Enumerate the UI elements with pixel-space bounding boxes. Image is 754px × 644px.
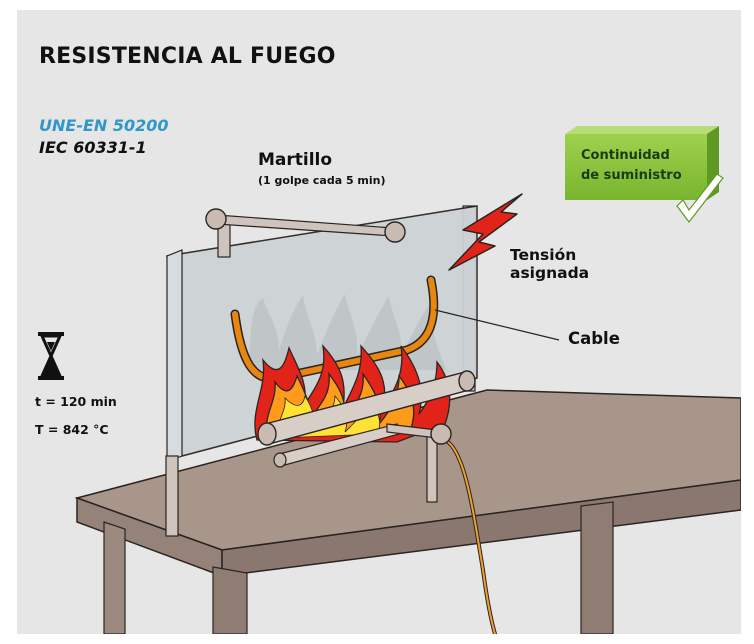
standard-iec: IEC 60331-1 [39,138,147,157]
badge-label-line1: Continuidad [581,148,670,163]
badge-label-line2: de suministro [581,168,682,183]
cable-label: Cable [568,329,620,348]
voltage-label: Tensión asignada [510,246,589,282]
cable [230,275,497,634]
fire-test-illustration [38,126,741,634]
voltage-label-line1: Tensión [510,246,577,264]
standard-une-en: UNE-EN 50200 [39,116,169,135]
page-title: RESISTENCIA AL FUEGO [39,44,336,69]
cable-leader-line [434,309,560,341]
hammer-note: (1 golpe cada 5 min) [258,174,386,187]
hourglass-icon [38,332,64,380]
hammer-bar [205,208,406,258]
check-icon [676,173,724,223]
burner [257,370,476,468]
lightning-icon [448,193,523,271]
badge-label: Continuidad de suministro [581,146,682,186]
hammer-label: Martillo [258,150,333,170]
continuity-badge [565,126,724,223]
diagram-canvas: RESISTENCIA AL FUEGO UNE-EN 50200 IEC 60… [17,10,741,634]
table [74,389,741,634]
test-time: t = 120 min [35,394,117,409]
voltage-label-line2: asignada [510,264,590,282]
test-temperature: T = 842 °C [35,422,109,437]
